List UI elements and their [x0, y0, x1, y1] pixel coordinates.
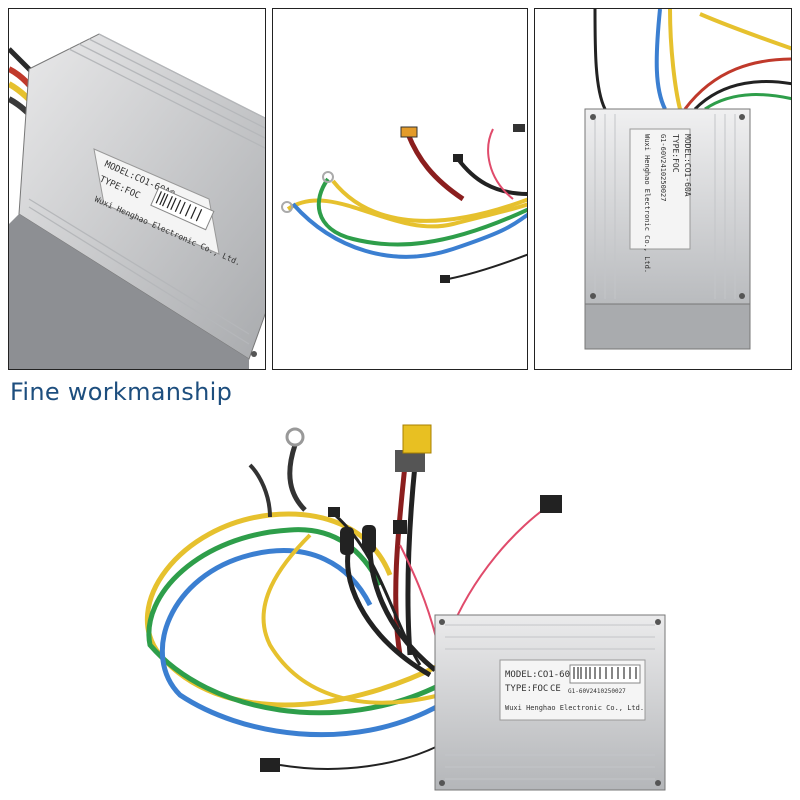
svg-text:TYPE:FOC: TYPE:FOC: [671, 134, 680, 173]
main-maker-text: Wuxi Henghao Electronic Co., Ltd.: [505, 704, 644, 712]
serial-text: G1-60V2410250027: [568, 688, 626, 695]
main-type-text: TYPE:FOC: [505, 684, 548, 694]
controller-closeup-photo: MODEL:CO1-60A® TYPE:FOC Wuxi Henghao Ele…: [9, 33, 265, 369]
svg-text:G1-60V2410250027: G1-60V2410250027: [659, 134, 667, 201]
photo-panel-wires: [272, 8, 528, 370]
svg-text:MODEL:CO1-60A: MODEL:CO1-60A: [683, 134, 692, 197]
controller-front-photo: MODEL:CO1-60A TYPE:FOC G1-60V2410250027 …: [584, 9, 791, 350]
wire-harness-photo: [281, 124, 527, 283]
main-model-text: MODEL:CO1-60A®: [505, 670, 581, 680]
controller-main-photo: MODEL:CO1-60A® TYPE:FOC CE G1-60V2410250…: [145, 424, 666, 791]
ce-mark: CE: [550, 684, 561, 694]
svg-text:Wuxi Henghao Electronic Co., L: Wuxi Henghao Electronic Co., Ltd.: [643, 134, 651, 273]
photo-panel-box-front: MODEL:CO1-60A TYPE:FOC G1-60V2410250027 …: [534, 8, 792, 370]
photo-panel-closeup: MODEL:CO1-60A® TYPE:FOC Wuxi Henghao Ele…: [8, 8, 266, 370]
caption-heading: Fine workmanship: [10, 378, 233, 406]
